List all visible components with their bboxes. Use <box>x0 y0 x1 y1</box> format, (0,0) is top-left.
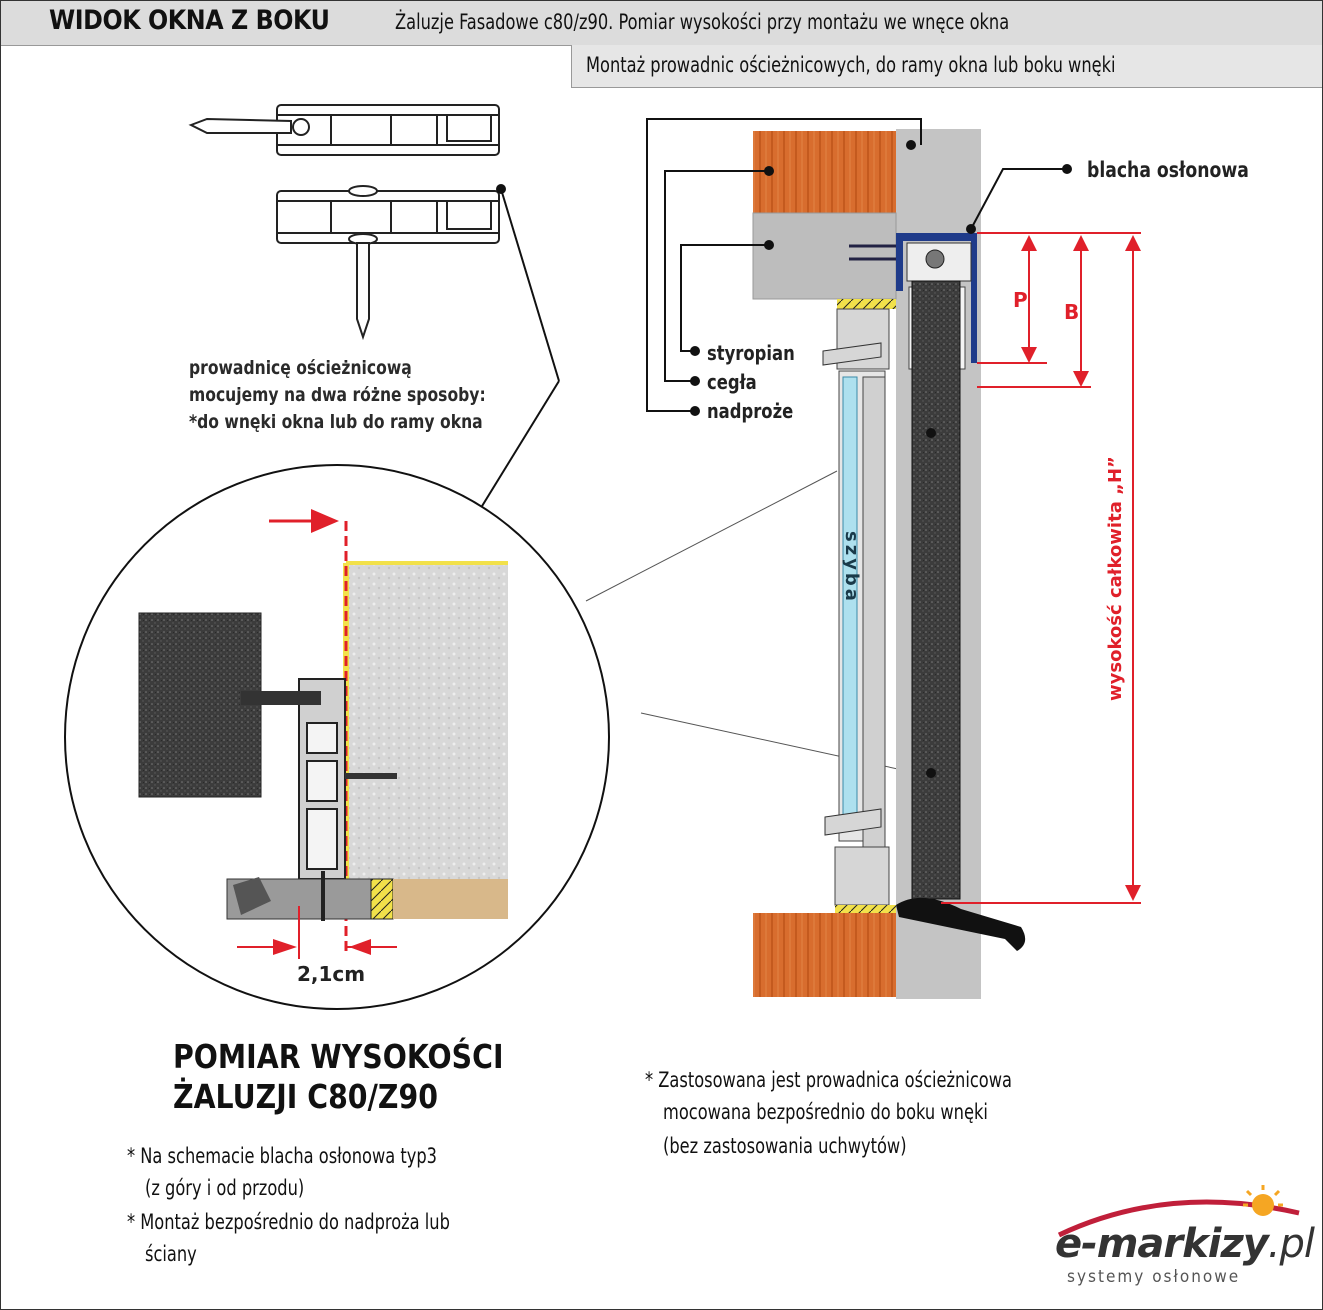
left-note-line1: prowadnicę ościeżnicową <box>189 357 412 379</box>
dimension-p <box>1021 235 1037 363</box>
logo-brand: e-markizy <box>1055 1221 1269 1267</box>
label-szyba: szyba <box>841 531 862 604</box>
page-subheader: Montaż prowadnic ościeżnicowych, do ramy… <box>586 53 1116 77</box>
right-note-line3: (bez zastosowania uchwytów) <box>663 1134 907 1158</box>
profile-drawing-top <box>188 104 500 156</box>
label-p: P <box>1013 288 1028 312</box>
label-height: wysokość całkowita „H” <box>1105 456 1126 701</box>
label-styropian: styropian <box>707 341 795 365</box>
label-blacha: blacha osłonowa <box>1087 158 1249 182</box>
measurement-title-2: ŻALUZJI C80/Z90 <box>173 1077 439 1116</box>
subheader-bar: Montaż prowadnic ościeżnicowych, do ramy… <box>571 45 1322 88</box>
brand-logo: e-markizy.pl systemy osłonowe <box>1049 1183 1319 1293</box>
dimension-label: 2,1cm <box>297 962 365 986</box>
right-note-line1: * Zastosowana jest prowadnica ościeżnico… <box>645 1068 1012 1092</box>
measurement-note-1b: (z góry i od przodu) <box>145 1176 305 1200</box>
measurement-note-2b: ściany <box>145 1242 197 1266</box>
page-subtitle: Żaluzje Fasadowe c80/z90. Pomiar wysokoś… <box>395 10 1010 34</box>
leader-dot-profile <box>496 184 506 194</box>
right-note-line2: mocowana bezpośrednio do boku wnęki <box>663 1100 988 1124</box>
sun-icon <box>1057 1185 1300 1238</box>
logo-word: e-markizy.pl <box>1055 1221 1315 1267</box>
label-nadproze: nadproże <box>707 399 794 423</box>
section-drawing <box>752 129 1047 999</box>
measurement-title-1: POMIAR WYSOKOŚCI <box>173 1037 504 1076</box>
logo-tld: .pl <box>1267 1221 1315 1267</box>
label-dots <box>690 140 1072 778</box>
label-leaders <box>646 118 1067 412</box>
measurement-note-1a: * Na schemacie blacha osłonowa typ3 <box>127 1144 438 1168</box>
logo-tagline: systemy osłonowe <box>1067 1267 1241 1287</box>
left-note-line3: *do wnęki okna lub do ramy okna <box>189 411 483 433</box>
label-cegla: cegła <box>707 370 757 394</box>
left-note-line2: mocujemy na dwa różne sposoby: <box>189 384 486 406</box>
profile-drawing-bottom <box>276 185 500 341</box>
detail-circle <box>64 464 610 1010</box>
dimension-b <box>977 235 1091 388</box>
measurement-note-2a: * Montaż bezpośrednio do nadproża lub <box>127 1210 450 1234</box>
label-b: B <box>1064 300 1079 324</box>
page-title: WIDOK OKNA Z BOKU <box>49 5 330 36</box>
projection-line-top <box>585 470 838 602</box>
dimension-h <box>941 232 1141 904</box>
left-note: prowadnicę ościeżnicową mocujemy na dwa … <box>189 355 486 436</box>
header-bar: WIDOK OKNA Z BOKU Żaluzje Fasadowe c80/z… <box>1 1 1322 46</box>
